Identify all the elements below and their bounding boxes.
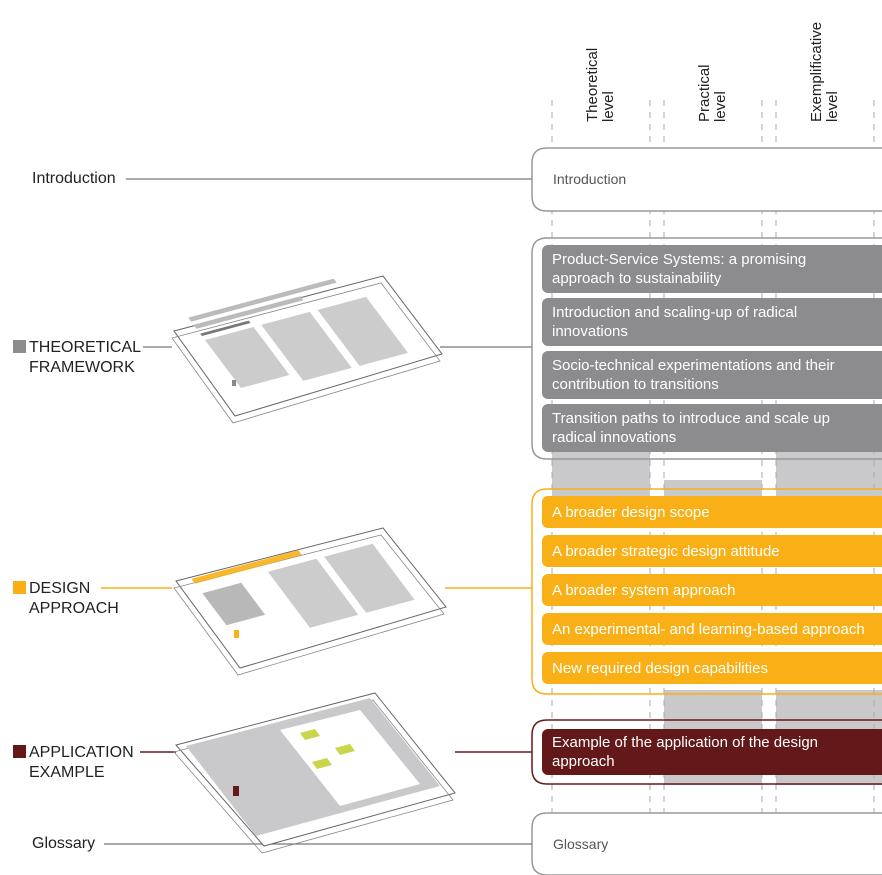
design-item-3: A broader system approach xyxy=(542,574,882,606)
left-label-glossary: Glossary xyxy=(32,835,96,852)
design-item-2: A broader strategic design attitude xyxy=(542,535,882,567)
glossary-box-label: Glossary xyxy=(553,836,609,852)
column-header-theoretical: Theoretical level xyxy=(584,47,617,122)
column-header-exemplificative: Exemplificative level xyxy=(808,21,841,122)
design-item-1: A broader design scope xyxy=(542,496,882,528)
left-label-application: APPLICATION EXAMPLE xyxy=(13,743,134,781)
theoretical-item-1: Product-Service Systems: a promising app… xyxy=(542,245,882,293)
introduction-box-label: Introduction xyxy=(553,171,627,187)
design-item-5: New required design capabilities xyxy=(542,652,882,684)
left-label-design: DESIGN APPROACH xyxy=(13,579,119,617)
theoretical-item-3: Socio-technical experimentations and the… xyxy=(542,351,882,399)
practical-column-shade-1 xyxy=(664,480,762,500)
left-label-introduction: Introduction xyxy=(32,170,116,187)
design-frame xyxy=(531,488,882,695)
application-item-1: Example of the application of the design… xyxy=(542,729,882,775)
theoretical-thumbnail xyxy=(171,275,443,424)
theoretical-item-4: Transition paths to introduce and scale … xyxy=(542,404,882,452)
column-header-practical: Practical level xyxy=(696,64,729,122)
application-swatch xyxy=(13,745,26,758)
theoretical-frame xyxy=(531,237,882,460)
design-thumbnail xyxy=(173,527,447,676)
theoretical-swatch xyxy=(13,340,26,353)
design-item-4: An experimental- and learning-based appr… xyxy=(542,613,882,645)
left-label-theoretical: THEORETICAL FRAMEWORK xyxy=(13,338,141,376)
application-thumbnail xyxy=(173,692,456,854)
theoretical-item-2: Introduction and scaling-up of radical i… xyxy=(542,298,882,346)
design-swatch xyxy=(13,581,26,594)
column-dashed-lines xyxy=(551,100,875,875)
